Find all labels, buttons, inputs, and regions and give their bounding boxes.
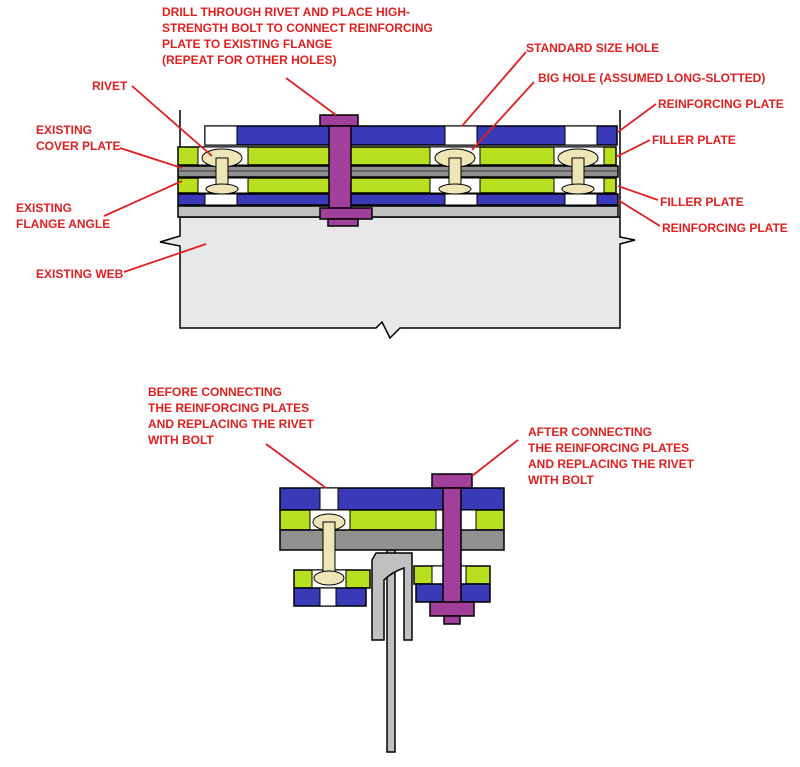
- label-reinforcing-plate-top: REINFORCING PLATE: [658, 97, 784, 111]
- label-filler-plate-top: FILLER PLATE: [652, 133, 736, 147]
- filler-plate-bottom: [177, 177, 617, 194]
- standard-hole: [444, 193, 478, 206]
- leader-lines-top: [103, 51, 661, 273]
- section-reinforcing-plate-top: [279, 487, 505, 511]
- leader-after: [471, 439, 519, 477]
- leader-filler-top: [615, 139, 651, 158]
- label-big-hole: BIG HOLE (ASSUMED LONG-SLOTTED): [538, 71, 766, 85]
- label-rivet: RIVET: [92, 79, 128, 93]
- label-filler-plate-bottom: FILLER PLATE: [660, 195, 744, 209]
- section-bolt: [429, 473, 475, 625]
- section-flange-angle: [371, 552, 413, 641]
- reinforcing-plate-bottom: [177, 193, 619, 206]
- rivet: [557, 148, 599, 195]
- label-standard-hole: STANDARD SIZE HOLE: [526, 41, 660, 55]
- leader-standard-hole: [461, 51, 527, 127]
- leader-lines-bottom: [265, 439, 519, 489]
- section-cover-plate: [279, 529, 505, 551]
- leader-flange-angle: [103, 180, 183, 217]
- reinforcing-plate-top: [204, 125, 618, 146]
- label-existing-flange-angle: EXISTING FLANGE ANGLE: [16, 201, 111, 231]
- label-existing-cover-plate: EXISTING COVER PLATE: [36, 123, 121, 153]
- high-strength-bolt: [319, 114, 373, 227]
- standard-hole: [444, 125, 478, 146]
- section-web: [386, 549, 396, 753]
- standard-hole: [204, 125, 238, 146]
- leader-reinforcing-top: [617, 103, 657, 133]
- leader-filler-bottom: [617, 185, 659, 201]
- leader-cover-plate: [119, 147, 183, 169]
- leader-drill: [285, 77, 337, 116]
- leader-rivet: [131, 85, 213, 157]
- section-standard-hole: [319, 587, 337, 607]
- elevation-view: [159, 110, 636, 340]
- section-rivet: [312, 513, 346, 586]
- label-drill: DRILL THROUGH RIVET AND PLACE HIGH- STRE…: [162, 5, 433, 67]
- section-standard-hole: [319, 487, 339, 511]
- standard-hole: [204, 193, 238, 206]
- leader-reinforcing-bottom: [617, 199, 661, 227]
- leader-big-hole: [471, 81, 535, 151]
- existing-flange-angle: [177, 205, 619, 218]
- label-reinforcing-plate-bottom: REINFORCING PLATE: [662, 221, 788, 235]
- rivet: [434, 148, 476, 195]
- standard-hole: [564, 193, 598, 206]
- leader-before: [265, 443, 327, 489]
- rivet: [201, 148, 243, 195]
- section-view: [279, 473, 505, 753]
- label-before: BEFORE CONNECTING THE REINFORCING PLATES…: [148, 385, 315, 447]
- existing-web: [159, 216, 636, 340]
- label-after: AFTER CONNECTING THE REINFORCING PLATES …: [528, 425, 695, 487]
- label-existing-web: EXISTING WEB: [36, 267, 124, 281]
- leader-existing-web: [123, 243, 207, 273]
- standard-hole: [564, 125, 598, 146]
